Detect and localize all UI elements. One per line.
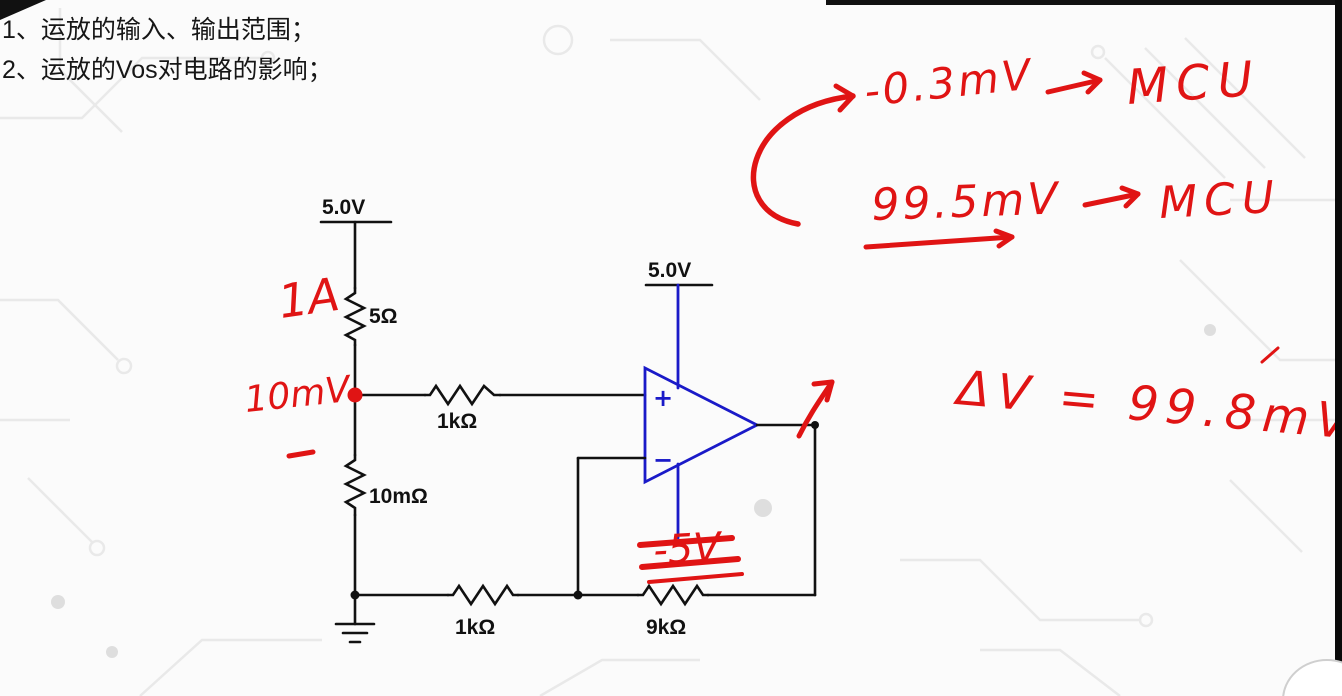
- pen-tick-mark: [1260, 346, 1280, 364]
- question-list: 1、运放的输入、输出范围； 2、运放的Vos对电路的影响；: [2, 10, 333, 90]
- resistor-10mohm-label: 10mΩ: [369, 485, 428, 508]
- node-voltage-annotation: 10mV: [243, 369, 355, 421]
- opamp-triangle: [643, 365, 761, 485]
- resistor-5ohm: [343, 286, 367, 347]
- current-annotation: 1A: [275, 267, 343, 329]
- out-high-target: MCU: [1158, 172, 1282, 229]
- out-low-value: -0.3mV: [862, 49, 1036, 115]
- question-2: 2、运放的Vos对电路的影响；: [2, 56, 333, 84]
- resistor-1k-ground-label: 1kΩ: [455, 616, 495, 639]
- underline-arrow: [863, 234, 1015, 250]
- pcb-trace-pattern: [0, 8, 1342, 696]
- neg-supply-annotation: -5V: [637, 524, 744, 584]
- opamp-supply-label: 5.0V: [648, 259, 691, 282]
- resistor-9k-feedback-label: 9kΩ: [646, 616, 686, 639]
- arrow-to-mcu-2: [1082, 191, 1141, 208]
- circuit-diagram: 5.0V 5Ω 10mΩ 1kΩ: [319, 196, 819, 644]
- minus-polarity-stroke: [286, 449, 316, 459]
- resistor-9k-feedback: [636, 583, 710, 607]
- left-supply-label: 5.0V: [322, 196, 365, 219]
- right-edge-bar: [1335, 0, 1342, 696]
- resistor-5ohm-label: 5Ω: [369, 305, 398, 328]
- opamp-plus-input: +: [653, 384, 673, 412]
- top-edge-bar: [826, 0, 1342, 5]
- top-left-corner-wedge: [0, 0, 46, 20]
- out-high-annotation: 99.5mV MCU: [863, 172, 1282, 250]
- node-highlight-dot: [347, 387, 363, 403]
- output-arrow: [796, 379, 835, 439]
- resistor-1k-input-label: 1kΩ: [437, 410, 477, 433]
- out-low-annotation: -0.3mV MCU: [862, 49, 1263, 116]
- out-low-target: MCU: [1125, 51, 1263, 116]
- question-1: 1、运放的输入、输出范围；: [2, 16, 316, 44]
- bottom-right-cursor-blob: [1282, 659, 1342, 696]
- opamp-minus-input: −: [653, 446, 673, 474]
- curved-connector-arrow: [750, 83, 856, 227]
- resistor-1k-ground: [446, 583, 520, 607]
- resistor-10mohm: [343, 453, 367, 517]
- arrow-to-mcu-1: [1045, 77, 1103, 95]
- delta-v-annotation: ΔV = 99.8mV: [951, 360, 1342, 451]
- resistor-1k-input: [423, 383, 502, 407]
- opamp: + − 5.0V: [643, 259, 761, 540]
- ground-symbol: [334, 593, 376, 644]
- out-high-value: 99.5mV: [871, 173, 1062, 231]
